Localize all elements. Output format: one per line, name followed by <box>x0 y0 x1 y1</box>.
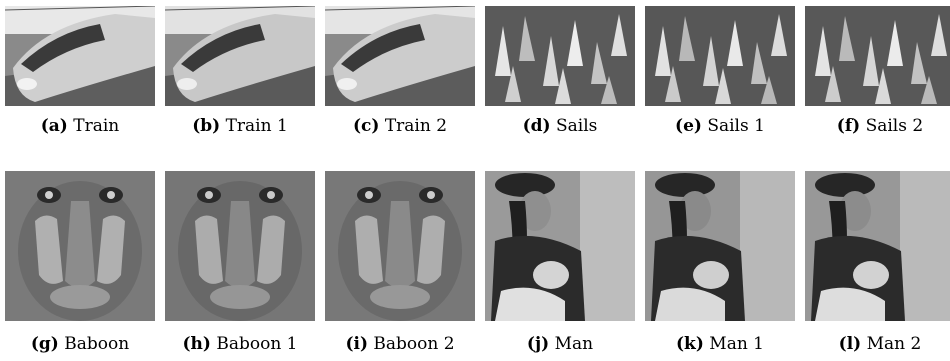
caption-b: (b) Train 1 <box>192 116 288 136</box>
image-sails <box>485 6 635 106</box>
image-man-2 <box>805 171 950 321</box>
image-train-1 <box>165 6 315 106</box>
caption-c: (c) Train 2 <box>352 116 448 136</box>
image-sails-2 <box>805 6 950 106</box>
caption-j: (j) Man <box>526 334 594 354</box>
image-train <box>5 6 155 106</box>
image-baboon-2 <box>325 171 475 321</box>
image-baboon <box>5 171 155 321</box>
caption-i: (i) Baboon 2 <box>345 334 455 354</box>
caption-h: (h) Baboon 1 <box>182 334 298 354</box>
caption-e: (e) Sails 1 <box>675 116 765 136</box>
caption-g: (g) Baboon <box>30 334 130 354</box>
image-sails-1 <box>645 6 795 106</box>
caption-f: (f) Sails 2 <box>836 116 924 136</box>
caption-a: (a) Train <box>40 116 120 136</box>
caption-k: (k) Man 1 <box>676 334 764 354</box>
image-baboon-1 <box>165 171 315 321</box>
image-man <box>485 171 635 321</box>
image-man-1 <box>645 171 795 321</box>
image-train-2 <box>325 6 475 106</box>
caption-d: (d) Sails <box>522 116 598 136</box>
caption-l: (l) Man 2 <box>838 334 922 354</box>
